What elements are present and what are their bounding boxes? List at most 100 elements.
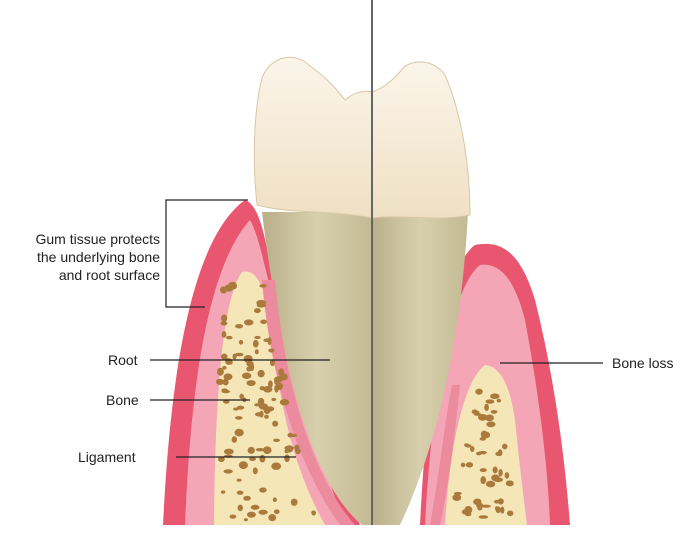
bone-pore (268, 514, 277, 522)
bone-pore (294, 444, 300, 452)
bone-pore (262, 446, 272, 454)
bone-pore (259, 454, 266, 463)
bone-pore (284, 445, 294, 451)
bone-pore (465, 462, 474, 468)
bone-pore (254, 335, 261, 340)
bone-pore (253, 308, 261, 314)
bone-pore (453, 491, 462, 495)
bone-loss-label: Bone loss (612, 355, 674, 371)
bone-pore (480, 476, 487, 485)
bone-pore (220, 353, 228, 360)
crown-right (371, 61, 471, 219)
bone-pore (243, 518, 248, 522)
healthy-side (163, 56, 373, 525)
bone-pore (221, 388, 228, 392)
bone-pore (239, 393, 244, 400)
bone-pore (225, 335, 233, 340)
ligament-left (262, 280, 355, 525)
bone-pore (236, 490, 244, 495)
bone-pore (215, 378, 225, 385)
bone-pore (254, 403, 261, 407)
bone-pore (477, 413, 488, 421)
bone-pore (221, 314, 228, 323)
crown-left (253, 56, 373, 219)
bone-pore (259, 284, 268, 288)
bone-pore (290, 498, 298, 506)
bone-pore (259, 487, 267, 493)
bone-pore (267, 337, 272, 346)
bone-pore (225, 358, 233, 365)
bone-pore (464, 505, 473, 514)
bone-pore (476, 502, 484, 509)
bone-pore (478, 515, 489, 519)
bone-pore (505, 480, 514, 487)
bone-pore (497, 498, 504, 505)
bone-pore (223, 373, 233, 381)
bone-pore (485, 399, 495, 404)
bone-pore (222, 378, 229, 386)
bone-pore (311, 510, 316, 516)
bone-pore (255, 447, 265, 452)
bone-pore (273, 438, 281, 443)
bone-pore (243, 495, 251, 501)
bone-pore (481, 504, 491, 508)
bone-pore (287, 432, 294, 438)
bone-pore (237, 504, 243, 512)
bone-pore (234, 352, 244, 357)
gum-label-line: and root surface (58, 267, 160, 283)
bone-pore (217, 456, 225, 463)
ligament-label: Ligament (78, 449, 136, 465)
bone-pore (496, 398, 502, 403)
bone-pore (236, 405, 245, 410)
bone-pore (284, 449, 289, 454)
bone-pore (272, 497, 277, 502)
bone-pore (271, 397, 277, 402)
root-label: Root (108, 352, 138, 368)
gum-label-line: Gum tissue protects (35, 231, 161, 247)
gum-tissue-label: Gum tissue protects the underlying bone … (36, 230, 161, 284)
gum-label-line: the underlying bone (37, 249, 160, 265)
bone-pore (490, 393, 500, 400)
bone-pore (236, 478, 242, 482)
bone-pore (217, 367, 224, 376)
bone-pore (269, 359, 275, 367)
bone-pore (249, 456, 256, 462)
bone-pore (246, 511, 256, 518)
bone-pore (276, 382, 283, 391)
bone-pore (231, 436, 238, 443)
bone-pore (221, 331, 227, 338)
gum-bracket (165, 199, 248, 308)
bone-pore (252, 339, 259, 348)
bone-pore (484, 403, 489, 412)
bone-pore (246, 380, 256, 386)
bone-pore (277, 376, 287, 380)
bone-pore (246, 366, 252, 372)
bone-pore (475, 388, 483, 395)
bone-pore (223, 469, 233, 474)
bone-pore (254, 349, 259, 355)
bone-pore (263, 386, 273, 393)
bone-pores-right (452, 388, 514, 519)
bone-pore (506, 510, 514, 517)
ligament-right (430, 385, 460, 525)
bone-pore (273, 509, 280, 515)
bone-pore (490, 409, 498, 414)
bone-pore (452, 494, 462, 502)
bone-pore (502, 443, 508, 450)
bone-pore (258, 403, 268, 410)
bone-pore (247, 446, 255, 454)
bone-pores-left (215, 281, 316, 522)
bone-pore (260, 319, 268, 325)
bone-pore (238, 461, 248, 470)
bone-pore (284, 454, 290, 463)
bone-pore (222, 366, 227, 370)
bone-pore (464, 512, 472, 517)
bone-pore (252, 467, 258, 475)
bone-pore (272, 420, 279, 427)
bone-pore (234, 416, 243, 420)
leader-lines (150, 199, 603, 458)
bone-pore (256, 302, 266, 308)
bone-pore (278, 368, 285, 376)
